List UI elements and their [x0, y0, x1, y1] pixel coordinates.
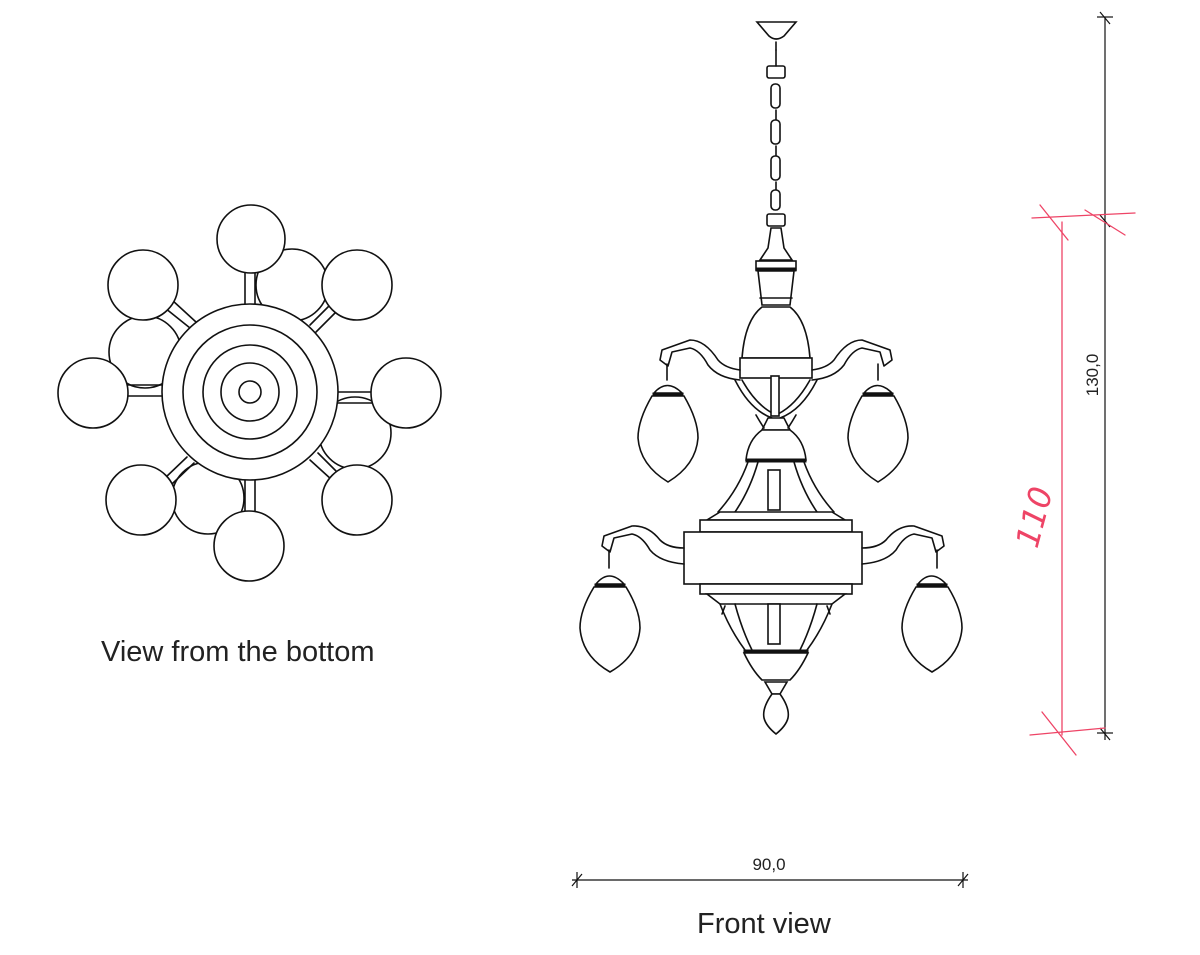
- ceiling-canopy: [755, 21, 798, 40]
- upper-bowl: [741, 306, 811, 359]
- top-finial: [758, 227, 794, 261]
- central-disc: [161, 303, 339, 481]
- front-globes: [57, 204, 442, 582]
- bottom-finial: [762, 693, 790, 736]
- middle-cage: [717, 375, 835, 513]
- lower-shades: [579, 575, 963, 673]
- handwritten-height-label: 110: [1008, 483, 1061, 552]
- width-dimension-label: 90,0: [752, 855, 785, 874]
- lower-cage: [719, 603, 833, 736]
- upper-arms: [659, 339, 893, 381]
- height-dimension: 130,0: [1083, 11, 1113, 741]
- front-view-caption: Front view: [697, 908, 831, 940]
- red-correction: 110: [1008, 204, 1136, 756]
- width-dimension: 90,0: [571, 855, 969, 888]
- main-drum: [683, 511, 863, 605]
- front-view-drawing: [579, 21, 963, 736]
- bottom-view-arms: [127, 269, 373, 513]
- chain: [766, 49, 786, 227]
- upper-shades: [637, 384, 909, 483]
- bottom-view-caption: View from the bottom: [101, 636, 375, 668]
- bottom-view-drawing: [57, 204, 442, 582]
- height-dimension-label: 130,0: [1083, 354, 1102, 397]
- lower-arms: [601, 525, 945, 569]
